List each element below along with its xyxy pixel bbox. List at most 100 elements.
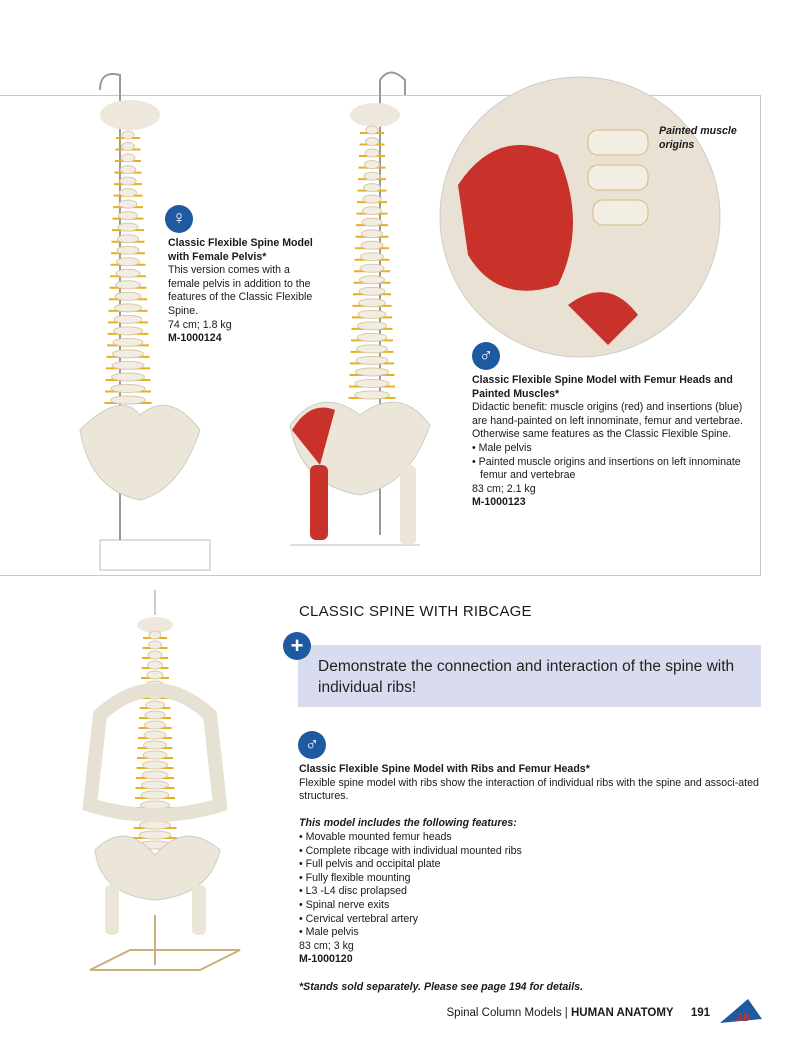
vertebra [142, 760, 168, 770]
vertebra [110, 395, 146, 405]
vertebra [120, 165, 136, 175]
male-symbol-icon: ♂ [472, 342, 500, 370]
section-heading: CLASSIC SPINE WITH RIBCAGE [299, 603, 532, 620]
page-number: 191 [690, 1007, 710, 1019]
vertebra [121, 130, 135, 140]
product-sku: M-1000124 [168, 332, 222, 345]
vertebra [117, 222, 139, 232]
feature-item: • Cervical vertebral artery [299, 912, 419, 925]
ribcage-model-info: Classic Flexible Spine Model with Ribs a… [299, 763, 759, 994]
vertebra [117, 234, 139, 244]
plus-icon: + [283, 632, 311, 660]
female-model-info: Classic Flexible Spine Model with Female… [168, 237, 318, 346]
bullet: • Painted muscle origins and insertions … [472, 455, 741, 482]
feature-item: • Male pelvis [299, 926, 359, 939]
vertebra [354, 390, 390, 400]
footer-category: HUMAN ANATOMY [570, 1007, 674, 1019]
vertebra [113, 326, 143, 336]
product-title: Classic Flexible Spine Model with Femur … [472, 374, 733, 400]
female-spine-image [79, 73, 211, 571]
feature-item: • L3 -L4 disc prolapsed [299, 885, 407, 898]
male-symbol-icon: ♂ [298, 731, 326, 759]
vertebra [361, 229, 383, 239]
features-heading: This model includes the following featur… [299, 817, 517, 830]
vertebra [141, 770, 169, 780]
product-title: Classic Flexible Spine Model with Female… [168, 237, 313, 263]
vertebra [118, 199, 138, 209]
vertebra [358, 298, 386, 308]
vertebra [359, 263, 385, 273]
muscle-spine-image [289, 71, 431, 546]
feature-item: • Movable mounted femur heads [299, 830, 452, 843]
vertebra [364, 160, 380, 170]
svg-text:3B: 3B [735, 1010, 750, 1024]
vertebra [365, 125, 379, 135]
vertebra [359, 275, 385, 285]
vertebra [116, 257, 140, 267]
muscle-origins-closeup [439, 76, 721, 358]
footer-section: Spinal Column Models | [446, 1007, 571, 1019]
vertebra [115, 280, 141, 290]
vertebra [147, 650, 163, 660]
vertebra [146, 670, 164, 680]
vertebra [118, 211, 138, 221]
vertebra [112, 349, 144, 359]
vertebra [362, 194, 382, 204]
vertebra [362, 206, 382, 216]
product-sku: M-1000120 [299, 953, 353, 966]
product-title: Classic Flexible Spine Model with Ribs a… [299, 763, 590, 775]
vertebra [356, 332, 388, 342]
vertebra [119, 188, 137, 198]
product-specs: 74 cm; 1.8 kg [168, 318, 232, 331]
product-sku: M-1000123 [472, 496, 526, 509]
product-description: Flexible spine model with ribs show the … [299, 776, 759, 803]
bullet: • Male pelvis [472, 441, 532, 454]
vertebra [365, 137, 379, 147]
vertebra [354, 378, 390, 388]
product-description: Didactic benefit: muscle origins (red) a… [472, 401, 743, 441]
vertebra [363, 171, 381, 181]
vertebra [144, 720, 166, 730]
vertebra [115, 268, 141, 278]
female-symbol-icon: ♀ [165, 205, 193, 233]
vertebra [358, 286, 386, 296]
vertebra [357, 321, 387, 331]
vertebra [356, 344, 388, 354]
vertebra [113, 314, 143, 324]
page-footer: Spinal Column Models | HUMAN ANATOMY 191 [447, 1007, 710, 1019]
vertebra [144, 710, 166, 720]
vertebra [120, 153, 136, 163]
vertebra [148, 640, 162, 650]
vertebra [360, 252, 384, 262]
vertebra [148, 630, 162, 640]
product-specs: 83 cm; 2.1 kg [472, 482, 536, 495]
vertebra [114, 291, 142, 301]
callout-label: Painted muscle origins [659, 125, 737, 151]
vertebra [116, 245, 140, 255]
vertebra [361, 217, 383, 227]
vertebra [364, 148, 380, 158]
vertebra [114, 303, 142, 313]
vertebra [355, 367, 389, 377]
vertebra [142, 750, 168, 760]
vertebra [355, 355, 389, 365]
vertebra [363, 183, 381, 193]
3b-logo: 3B [720, 999, 762, 1024]
feature-item: • Complete ribcage with individual mount… [299, 844, 522, 857]
feature-item: • Full pelvis and occipital plate [299, 858, 441, 871]
vertebra [147, 660, 163, 670]
vertebra [119, 176, 137, 186]
vertebra [140, 790, 170, 800]
stands-note: *Stands sold separately. Please see page… [299, 980, 584, 993]
vertebra [138, 830, 172, 840]
vertebra [357, 309, 387, 319]
vertebra [141, 780, 169, 790]
vertebra [143, 740, 167, 750]
vertebra [110, 383, 146, 393]
muscle-model-info: Classic Flexible Spine Model with Femur … [472, 374, 752, 510]
product-description: This version comes with a female pelvis … [168, 264, 313, 317]
vertebra [111, 360, 145, 370]
feature-item: • Spinal nerve exits [299, 898, 390, 911]
vertebra [139, 820, 171, 830]
vertebra [112, 337, 144, 347]
